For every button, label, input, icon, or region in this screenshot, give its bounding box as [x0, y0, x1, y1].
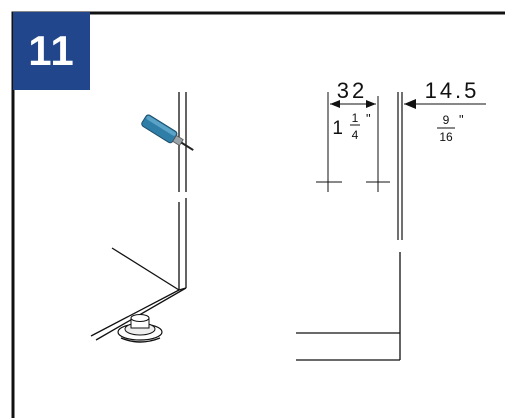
- metric-dimension-left: 32: [337, 78, 367, 103]
- inch-mark-right: ": [459, 112, 464, 127]
- leveling-foot-icon: [117, 314, 163, 343]
- imperial-numerator-left: 1: [352, 111, 359, 125]
- imperial-denominator-left: 4: [352, 128, 359, 142]
- inch-mark-left: ": [366, 111, 371, 126]
- drill-bit-icon: [141, 114, 194, 151]
- metric-dimension-right: 14.5: [425, 78, 480, 103]
- imperial-denominator-right: 16: [439, 130, 453, 144]
- dimension-drawing: [296, 92, 486, 361]
- imperial-numerator-right: 9: [443, 113, 450, 127]
- step-number-badge: 11: [13, 12, 90, 90]
- imperial-whole-left: 1: [332, 118, 343, 139]
- cabinet-corner-illustration: [90, 92, 187, 341]
